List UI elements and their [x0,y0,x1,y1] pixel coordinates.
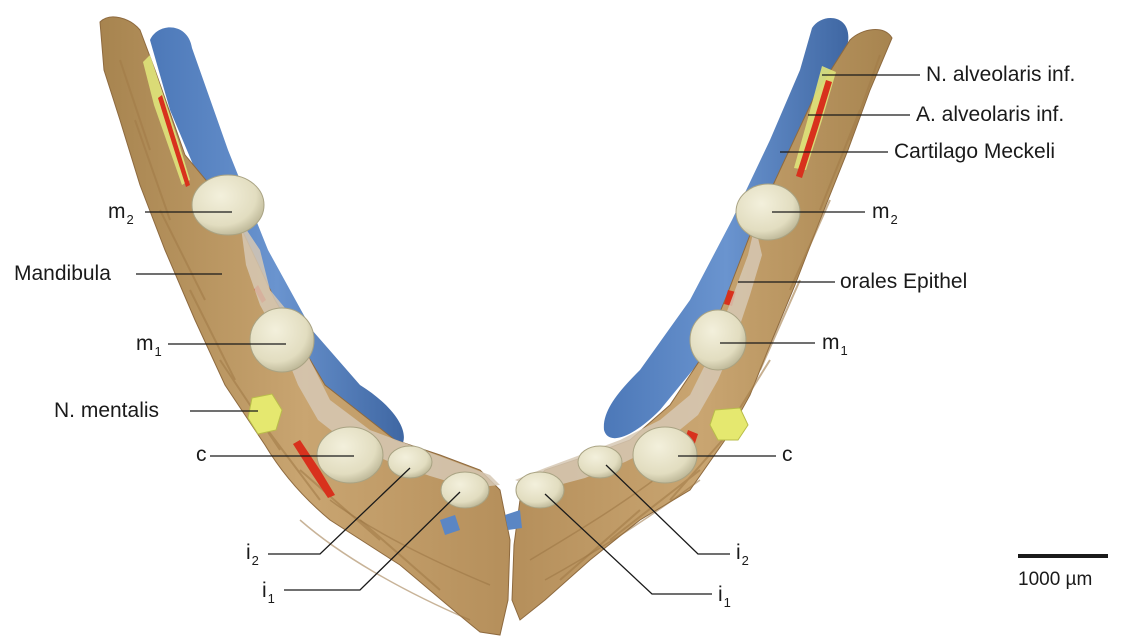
label-n-mentalis: N. mentalis [54,400,159,421]
tooth-m1-left [250,308,314,372]
label-i2-left: i2 [246,542,259,563]
label-mandibula: Mandibula [14,263,111,284]
tooth-i1-left [441,472,489,508]
label-i1-right: i1 [718,584,731,605]
n-mentalis-right [710,408,748,440]
label-orales-epithel: orales Epithel [840,271,967,292]
tooth-m1-right [690,310,746,370]
label-cartilago-meckeli: Cartilago Meckeli [894,141,1055,162]
label-m1-right: m1 [822,332,848,353]
label-a-alveolaris-inf: A. alveolaris inf. [916,104,1064,125]
tooth-i1-right [516,472,564,508]
tooth-c-left [317,427,383,483]
label-m2-left: m2 [108,201,134,222]
label-i2-right: i2 [736,542,749,563]
label-m1-left: m1 [136,333,162,354]
tooth-i2-left [388,446,432,478]
left-mandible-half [100,17,510,635]
label-i1-left: i1 [262,580,275,601]
label-m2-right: m2 [872,201,898,222]
label-c-right: c [782,444,793,465]
tooth-m2-left [192,175,264,235]
scale-bar-label: 1000 µm [1018,570,1092,589]
label-c-left: c [196,444,207,465]
label-n-alveolaris-inf: N. alveolaris inf. [926,64,1075,85]
tooth-c-right [633,427,697,483]
right-mandible-half [512,18,892,620]
